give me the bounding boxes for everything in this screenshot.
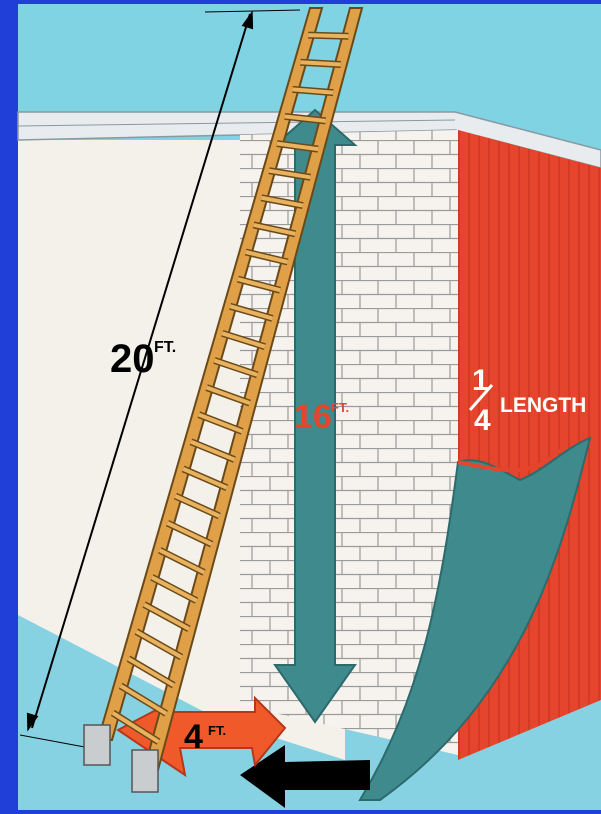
wall-height-unit: FT. — [331, 400, 349, 415]
ladder-rung-face — [308, 35, 348, 36]
ladder-length-number: 20 — [110, 337, 155, 381]
base-distance-number: 4 — [184, 718, 203, 756]
wall-height-number: 16 — [294, 398, 332, 436]
fraction-word: LENGTH — [500, 394, 586, 417]
ladder-rung-face — [300, 62, 340, 64]
fraction-denominator: 4 — [474, 404, 491, 437]
base-distance-unit: FT. — [208, 723, 226, 738]
ladder-right-foot — [132, 750, 158, 792]
ladder-length-unit: FT. — [154, 339, 176, 356]
ladder-left-foot — [84, 725, 110, 765]
